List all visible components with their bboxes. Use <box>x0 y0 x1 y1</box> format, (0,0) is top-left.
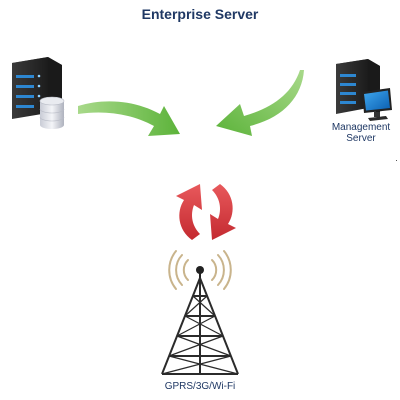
green-arrow-right-icon <box>216 70 304 136</box>
management-server-label-line1: Management <box>331 122 391 133</box>
management-server-label: Management Server <box>326 122 396 144</box>
stray-dot <box>396 160 397 161</box>
management-server-label-line2: Server <box>346 133 376 144</box>
sync-arrows-icon <box>176 184 236 240</box>
tower-label: GPRS/3G/Wi-Fi <box>164 381 236 392</box>
cell-tower-icon <box>161 250 239 375</box>
server-with-monitor-icon <box>336 59 392 121</box>
server-with-database-icon <box>12 57 65 129</box>
diagram-title: Enterprise Server <box>141 6 259 22</box>
green-arrow-left-icon <box>78 101 180 136</box>
